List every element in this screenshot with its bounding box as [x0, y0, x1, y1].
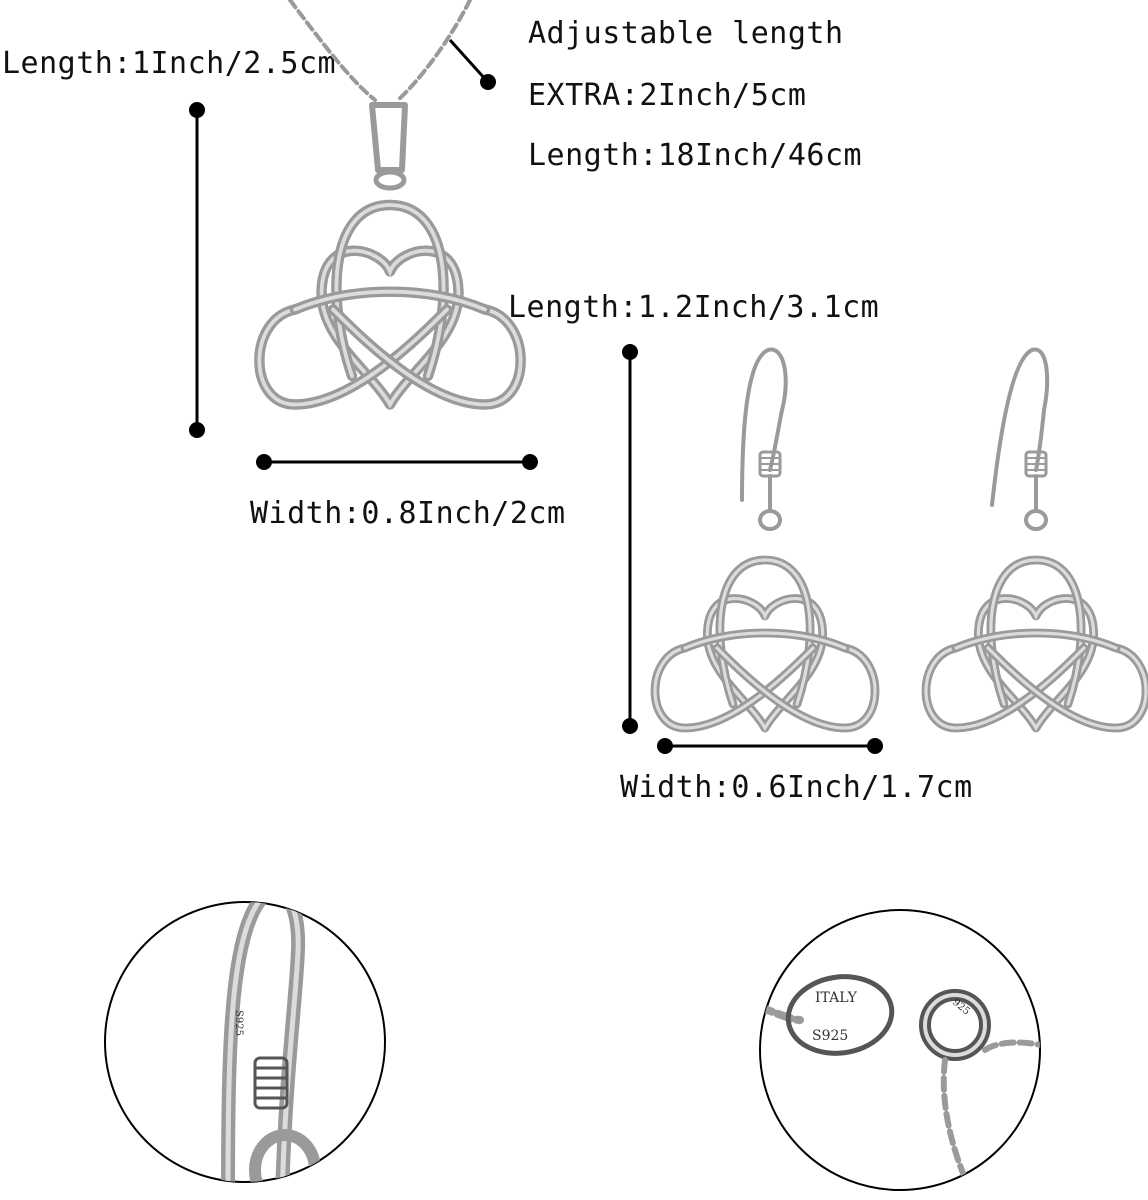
hook-detail-circle: S925	[104, 901, 386, 1183]
hook-stamp: S925	[233, 1010, 244, 1036]
adjustable-pointer-line	[448, 38, 488, 82]
pendant-width-dot-right	[522, 454, 538, 470]
pendant-length-dot-top	[189, 102, 205, 118]
adjustable-length-label: Adjustable length	[528, 16, 844, 51]
extra-length-label: EXTRA:2Inch/5cm	[528, 78, 807, 113]
adjustable-pointer-dot	[480, 74, 496, 90]
earring-length-dot-bottom	[622, 718, 638, 734]
tag-stamp-top: ITALY	[815, 990, 858, 1006]
pendant-knot	[259, 205, 520, 405]
earring-length-dot-top	[622, 344, 638, 360]
tag-stamp-bottom: S925	[812, 1028, 848, 1044]
earring-left	[655, 347, 875, 728]
earring-width-label: Width:0.6Inch/1.7cm	[620, 770, 973, 805]
clasp-detail-circle: ITALY S925 925	[759, 909, 1041, 1191]
earring-width-dot-right	[867, 738, 883, 754]
earring-right	[926, 347, 1146, 728]
earring-length-label: Length:1.2Inch/3.1cm	[508, 290, 880, 325]
pendant-bail	[369, 102, 408, 191]
necklace-chain	[288, 0, 472, 102]
pendant-length-label: Length:1Inch/2.5cm	[2, 46, 337, 81]
pendant-width-label: Width:0.8Inch/2cm	[250, 496, 566, 531]
pendant-length-dot-bottom	[189, 422, 205, 438]
earring-width-dot-left	[657, 738, 673, 754]
chain-length-label: Length:18Inch/46cm	[528, 138, 863, 173]
pendant-width-dot-left	[256, 454, 272, 470]
